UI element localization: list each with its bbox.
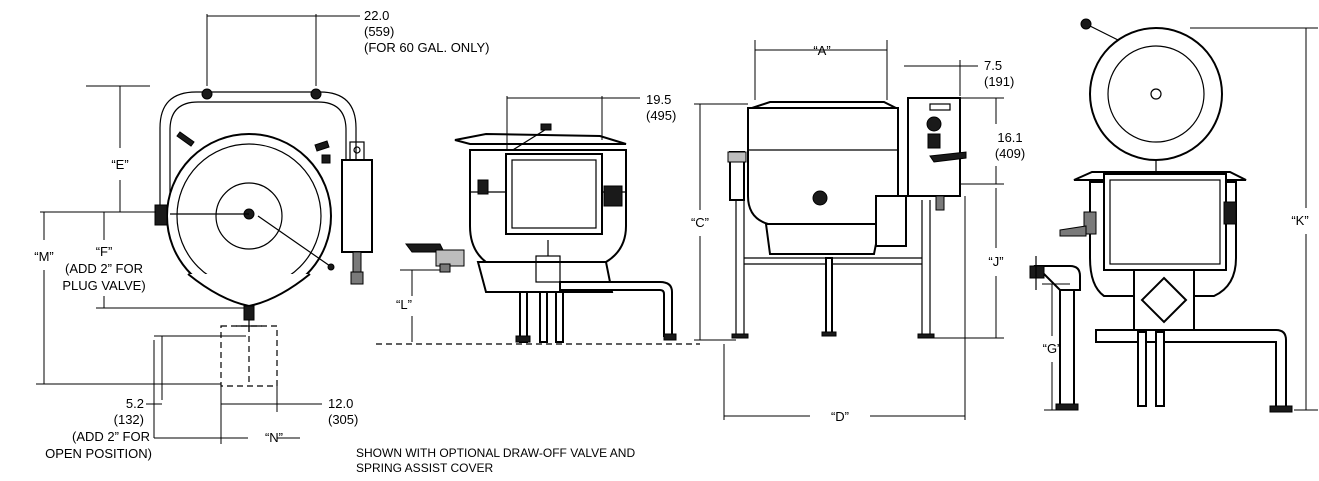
label-m: “M” [34,249,54,264]
dim-5-2-mm: (132) [114,412,144,427]
label-g: “G” [1043,341,1062,356]
right-view-control-panel [1103,173,1227,271]
dim-12-mm: (305) [328,412,358,427]
label-f: “F” [96,244,113,259]
note-52-line1: (ADD 2” FOR [72,429,150,444]
caption-line1: SHOWN WITH OPTIONAL DRAW-OFF VALVE AND [356,446,635,460]
top-view-control-box [341,159,373,253]
dim-19-5-value: 19.5 [646,92,671,107]
label-n: “N” [265,430,283,445]
note-52-line2: OPEN POSITION) [45,446,152,461]
label-j: “J” [988,254,1003,269]
right-view-cover [1089,27,1223,161]
dim-7-5-value: 7.5 [984,58,1002,73]
dim-19-5-mm: (495) [646,108,676,123]
side-view-cover [454,132,627,145]
note-f-line1: (ADD 2” FOR [65,261,143,276]
top-view-drain-open-position [220,325,278,387]
dim-22-note: (FOR 60 GAL. ONLY) [364,40,489,55]
note-f-line2: PLUG VALVE) [62,278,145,293]
dim-5-2-value: 5.2 [126,396,144,411]
dim-7-5-mm: (191) [984,74,1014,89]
dim-16-1-value: 16.1 [997,130,1022,145]
side-view: 19.5 (495) “L” SHOWN WITH OPTIONAL DRAW-… [356,92,700,475]
dim-22-mm: (559) [364,24,394,39]
label-k: “K” [1291,213,1308,228]
label-d: “D” [831,409,849,424]
dim-12-value: 12.0 [328,396,353,411]
label-l: “L” [396,297,412,312]
side-view-control-panel [505,153,603,235]
caption-line2: SPRING ASSIST COVER [356,461,493,475]
top-view-handle-frame [159,91,357,212]
front-view: “A” 7.5 (191) 16.1 (409) “C” “J” “D” [691,40,1025,424]
top-view-kettle [154,131,335,332]
label-e: “E” [111,157,128,172]
label-c: “C” [691,215,709,230]
right-view: “K” “G” [1029,18,1318,413]
dim-16-1-mm: (409) [995,146,1025,161]
dim-22-value: 22.0 [364,8,389,23]
label-a: “A” [813,43,830,58]
top-view: 22.0 (559) (FOR 60 GAL. ONLY) “E” “M” “F… [34,8,489,461]
